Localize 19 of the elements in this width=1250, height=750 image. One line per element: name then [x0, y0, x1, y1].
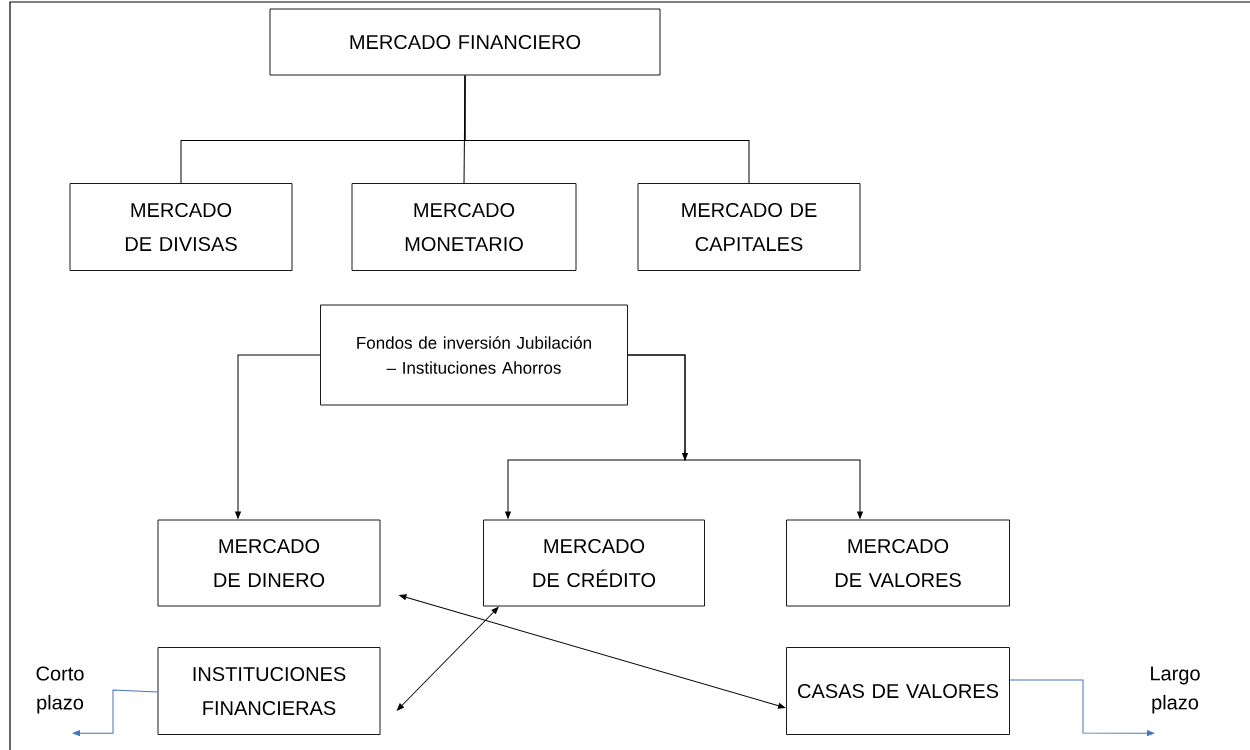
arrow — [627, 354, 863, 519]
market-box: MERCADO FINANCIERO — [269, 8, 661, 76]
market-box: MERCADO DE CAPITALES — [637, 183, 861, 271]
term-label: Corto plazo — [36, 666, 84, 714]
term-label: Largo plazo — [1151, 666, 1200, 714]
arrow — [72, 689, 159, 737]
market-box: CASAS DE VALORES — [786, 647, 1010, 735]
market-box: MERCADO DE CRÉDITO — [483, 519, 705, 607]
connector-line — [464, 74, 750, 184]
market-box: MERCADO DE DINERO — [157, 519, 381, 607]
market-box: INSTITUCIONES FINANCIERAS — [157, 647, 381, 735]
arrow — [1009, 679, 1155, 737]
market-box: MERCADO DE VALORES — [786, 519, 1010, 607]
market-box: MERCADO MONETARIO — [351, 183, 577, 271]
arrow — [235, 354, 321, 519]
source-box: Fondos de inversión Jubilación – Instituciones Ahorros — [320, 304, 628, 406]
arrow — [396, 606, 499, 711]
arrow — [399, 594, 786, 709]
market-box: MERCADO DE DIVISAS — [69, 183, 293, 271]
